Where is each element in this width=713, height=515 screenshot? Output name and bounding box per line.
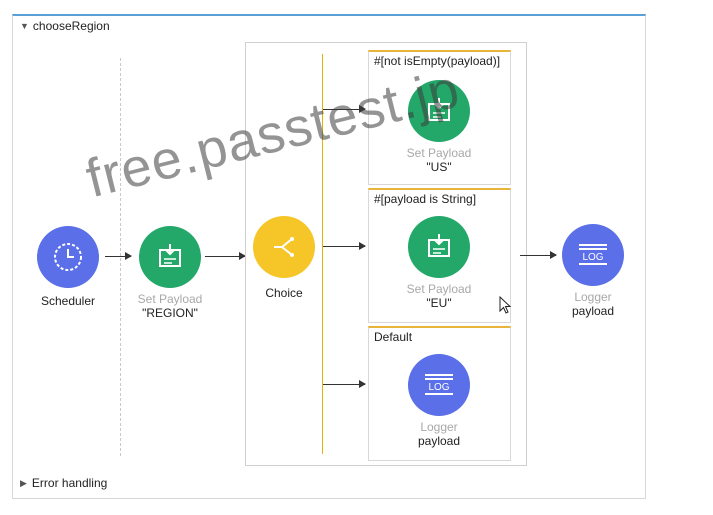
- flow-arrow: [205, 252, 246, 260]
- choice-node[interactable]: Choice: [239, 216, 329, 300]
- route-when-2[interactable]: #[payload is String] Set Payload "EU": [368, 188, 511, 323]
- route-arrow: [323, 105, 366, 113]
- logger-default-node[interactable]: LOG Logger payload: [374, 354, 504, 448]
- set-payload-icon: [408, 216, 470, 278]
- log-icon: LOG: [408, 354, 470, 416]
- set-payload-region-node[interactable]: Set Payload "REGION": [125, 226, 215, 320]
- scheduler-node[interactable]: Scheduler: [23, 226, 113, 308]
- clock-icon: [37, 226, 99, 288]
- route-arrow: [323, 242, 366, 250]
- flow-arrow: [105, 252, 132, 260]
- set-payload-icon: [139, 226, 201, 288]
- svg-text:LOG: LOG: [582, 252, 603, 263]
- set-payload-value: "EU": [426, 296, 452, 310]
- flow-canvas: ▼ chooseRegion Scheduler Set Payload "RE…: [12, 14, 646, 499]
- choice-label: Choice: [265, 286, 303, 300]
- flow-name: chooseRegion: [32, 19, 110, 33]
- set-payload-eu-node[interactable]: Set Payload "EU": [374, 216, 504, 310]
- set-payload-value: "US": [426, 160, 452, 174]
- mouse-cursor-icon: [499, 296, 512, 314]
- set-payload-value: "REGION": [142, 306, 198, 320]
- set-payload-us-node[interactable]: Set Payload "US": [374, 80, 504, 174]
- collapse-triangle-icon[interactable]: ▼: [20, 21, 29, 31]
- error-handling-toggle[interactable]: ▶ Error handling: [20, 476, 107, 490]
- route-condition: Default: [374, 330, 413, 344]
- log-icon: LOG: [562, 224, 624, 286]
- route-arrow: [323, 380, 366, 388]
- route-condition: #[not isEmpty(payload)]: [374, 54, 501, 68]
- set-payload-icon: [408, 80, 470, 142]
- logger-value: payload: [417, 434, 461, 448]
- logger-value: payload: [571, 304, 615, 318]
- choice-router-icon: [253, 216, 315, 278]
- route-default[interactable]: Default LOG Logger payload: [368, 326, 511, 461]
- set-payload-label: Set Payload: [137, 292, 203, 306]
- set-payload-label: Set Payload: [406, 146, 472, 160]
- set-payload-label: Set Payload: [406, 282, 472, 296]
- logger-label: Logger: [420, 420, 458, 434]
- flow-header[interactable]: ▼ chooseRegion: [20, 19, 110, 33]
- route-when-1[interactable]: #[not isEmpty(payload)] Set Payload "US": [368, 50, 511, 185]
- svg-text:LOG: LOG: [428, 382, 449, 393]
- logger-label: Logger: [574, 290, 612, 304]
- scheduler-label: Scheduler: [40, 294, 96, 308]
- source-divider: [120, 58, 121, 456]
- expand-triangle-icon[interactable]: ▶: [20, 477, 27, 488]
- route-condition: #[payload is String]: [374, 192, 477, 206]
- error-handling-label: Error handling: [31, 476, 108, 490]
- logger-main-node[interactable]: LOG Logger payload: [548, 224, 638, 318]
- flow-arrow: [520, 251, 557, 259]
- choice-branch-line: [322, 54, 323, 454]
